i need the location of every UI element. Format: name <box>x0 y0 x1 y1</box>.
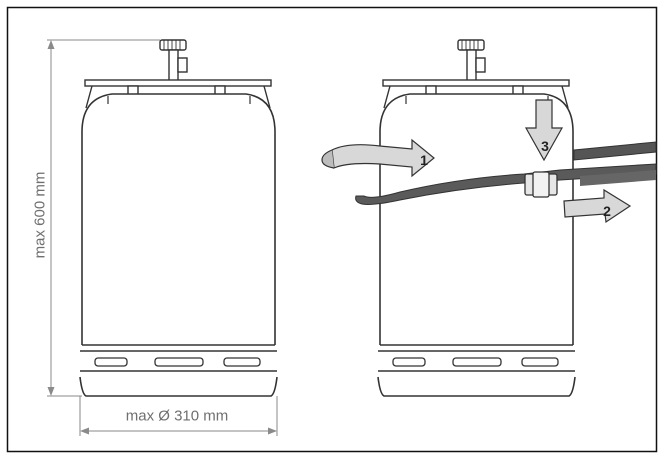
width-dimension-label: max Ø 310 mm <box>122 407 232 425</box>
strap-buckle <box>524 171 558 198</box>
diagram-frame <box>6 6 658 453</box>
strap-upper <box>573 141 657 161</box>
width-dimension-line <box>79 396 278 436</box>
cylinder-left <box>79 39 278 397</box>
arrow-step-1 <box>321 138 435 178</box>
step-2-number: 2 <box>603 203 611 219</box>
step-1-number: 1 <box>420 152 428 168</box>
height-dimension-line <box>47 39 160 397</box>
arrow-step-3 <box>524 99 564 162</box>
height-dimension-label: max 600 mm <box>31 168 49 262</box>
strap-lower <box>355 163 657 205</box>
arrow-step-2 <box>563 188 632 224</box>
cylinder-right <box>377 39 576 397</box>
step-3-number: 3 <box>541 138 549 154</box>
